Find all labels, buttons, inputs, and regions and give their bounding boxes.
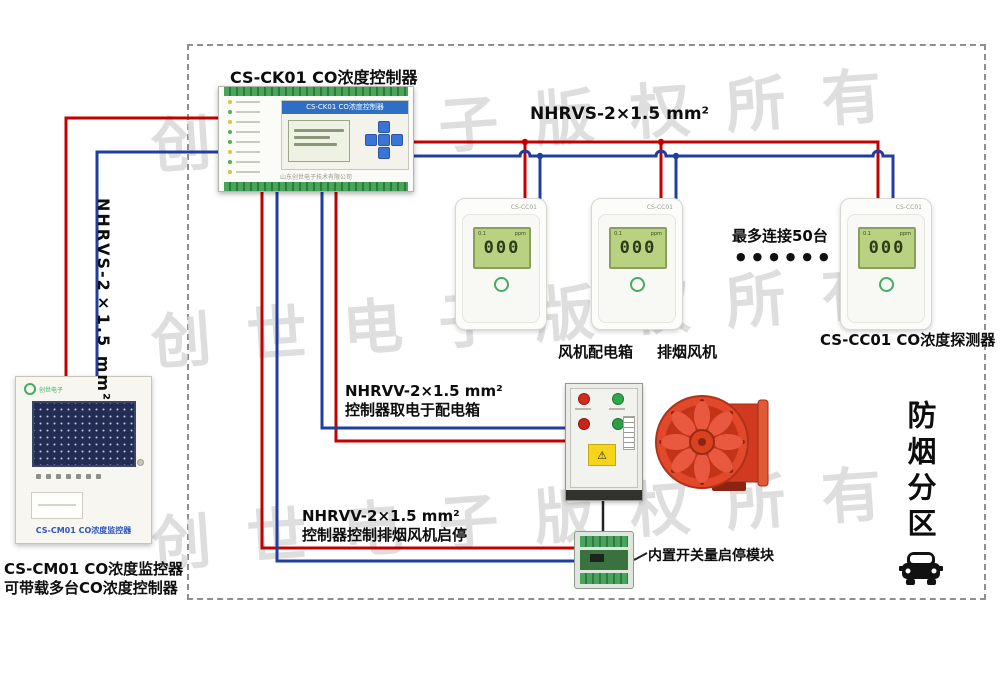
car-icon <box>899 552 943 585</box>
key-left <box>365 134 377 146</box>
detector-lcd: 0.1 ppm 000 <box>858 227 916 269</box>
brand-logo-icon <box>494 277 509 292</box>
lcd-value: 000 <box>483 238 521 258</box>
co-monitor-device: 创世电子 CS-CM01 CO浓度监控器 <box>15 376 152 544</box>
lcd-small-left: 0.1 <box>614 231 622 237</box>
terminal-strip-bottom <box>224 182 408 191</box>
stop-button <box>578 418 590 430</box>
detector-caption: CS-CC01 CO浓度探测器 <box>820 331 996 349</box>
co-controller-device: CS-CK01 CO浓度控制器 山东创世电子技术有限公司 <box>218 86 414 192</box>
key-down <box>378 147 390 159</box>
brand-logo-icon <box>879 277 894 292</box>
terminal-strip-top <box>224 87 408 96</box>
ellipsis-dots: ●●●●●● <box>736 250 836 263</box>
key-right <box>391 134 403 146</box>
controller-lcd <box>288 120 350 162</box>
warning-icon: ⚠ <box>588 444 616 466</box>
controller-front-panel: CS-CK01 CO浓度控制器 <box>281 100 409 170</box>
monitor-device-label: CS-CM01 CO浓度监控器 <box>35 526 132 535</box>
controller-header-text: CS-CK01 CO浓度控制器 <box>282 101 408 114</box>
module-terminal-top <box>580 536 628 547</box>
monitor-caption-line1: CS-CM01 CO浓度监控器 <box>4 560 184 578</box>
brand-logo-text: 创世电子 <box>39 386 64 394</box>
detector-lcd: 0.1 ppm 000 <box>609 227 667 269</box>
control-cable-label: NHRVV-2×1.5 mm² 控制器控制排烟风机启停 <box>302 507 467 545</box>
brand-logo-icon <box>24 383 36 395</box>
control-cable-line2: 控制器控制排烟风机启停 <box>302 526 468 544</box>
box-base <box>566 490 642 500</box>
fan-rear-flange <box>757 399 769 487</box>
lamp-label <box>609 408 625 410</box>
power-cable-line2: 控制器取电于配电箱 <box>345 401 481 419</box>
monitor-caption-line2: 可带载多台CO浓度控制器 <box>4 579 178 597</box>
module-pcb <box>580 550 628 570</box>
screw-icon <box>137 459 144 466</box>
fan-hub-center <box>698 438 706 446</box>
lcd-small-left: 0.1 <box>863 231 871 237</box>
monitor-caption: CS-CM01 CO浓度监控器 可带载多台CO浓度控制器 <box>4 560 183 598</box>
power-cable-line1: NHRVV-2×1.5 mm² <box>345 382 503 400</box>
green-pilot-lamp <box>612 393 624 405</box>
brand-logo-icon <box>630 277 645 292</box>
co-detector-2: CS-CC01 0.1 ppm 000 <box>591 198 683 330</box>
status-leds <box>228 100 260 174</box>
left-cable-label: NHRVS-2×1.5 mm² <box>94 198 113 403</box>
red-pilot-lamp <box>578 393 590 405</box>
detector-faceplate: 0.1 ppm 000 <box>847 214 925 323</box>
switch-module <box>574 531 634 589</box>
exhaust-fan-image <box>655 395 769 491</box>
co-detector-3: CS-CC01 0.1 ppm 000 <box>840 198 932 330</box>
detector-faceplate: 0.1 ppm 000 <box>598 214 676 323</box>
power-cable-label: NHRVV-2×1.5 mm² 控制器取电于配电箱 <box>345 382 503 420</box>
key-ok <box>378 134 390 146</box>
module-chip <box>590 554 604 562</box>
module-note: 内置开关量启停模块 <box>648 548 774 564</box>
manufacturer-text: 山东创世电子技术有限公司 <box>279 174 352 181</box>
controller-keypad <box>365 121 403 159</box>
lcd-small-right: ppm <box>650 231 662 237</box>
detector-model-text: CS-CC01 <box>895 204 922 211</box>
lcd-small-right: ppm <box>899 231 911 237</box>
controller-caption: CS-CK01 CO浓度控制器 <box>230 68 418 87</box>
lcd-value: 000 <box>868 238 906 258</box>
monitor-buttons <box>36 474 101 479</box>
exhaust-fan-caption: 排烟风机 <box>657 343 718 361</box>
detector-model-text: CS-CC01 <box>510 204 537 211</box>
smoke-zone-label: 防烟分区 <box>903 400 937 544</box>
fan-blades <box>661 401 743 483</box>
control-cable-line1: NHRVV-2×1.5 mm² <box>302 507 460 525</box>
lcd-value: 000 <box>619 238 657 258</box>
monitor-led-matrix-screen <box>32 401 136 467</box>
lamp-label <box>575 408 591 410</box>
distribution-box-caption: 风机配电箱 <box>558 343 634 361</box>
key-up <box>378 121 390 133</box>
module-terminal-bottom <box>580 573 628 584</box>
monitor-card-slot <box>31 492 83 519</box>
panel-meter <box>623 416 635 450</box>
max-connect-note: 最多连接50台 <box>732 227 828 245</box>
brand-logo: 创世电子 <box>24 383 63 395</box>
bus-cable-label: NHRVS-2×1.5 mm² <box>530 104 709 124</box>
detector-model-text: CS-CC01 <box>646 204 673 211</box>
fan-distribution-box: ⚠ <box>565 383 643 501</box>
